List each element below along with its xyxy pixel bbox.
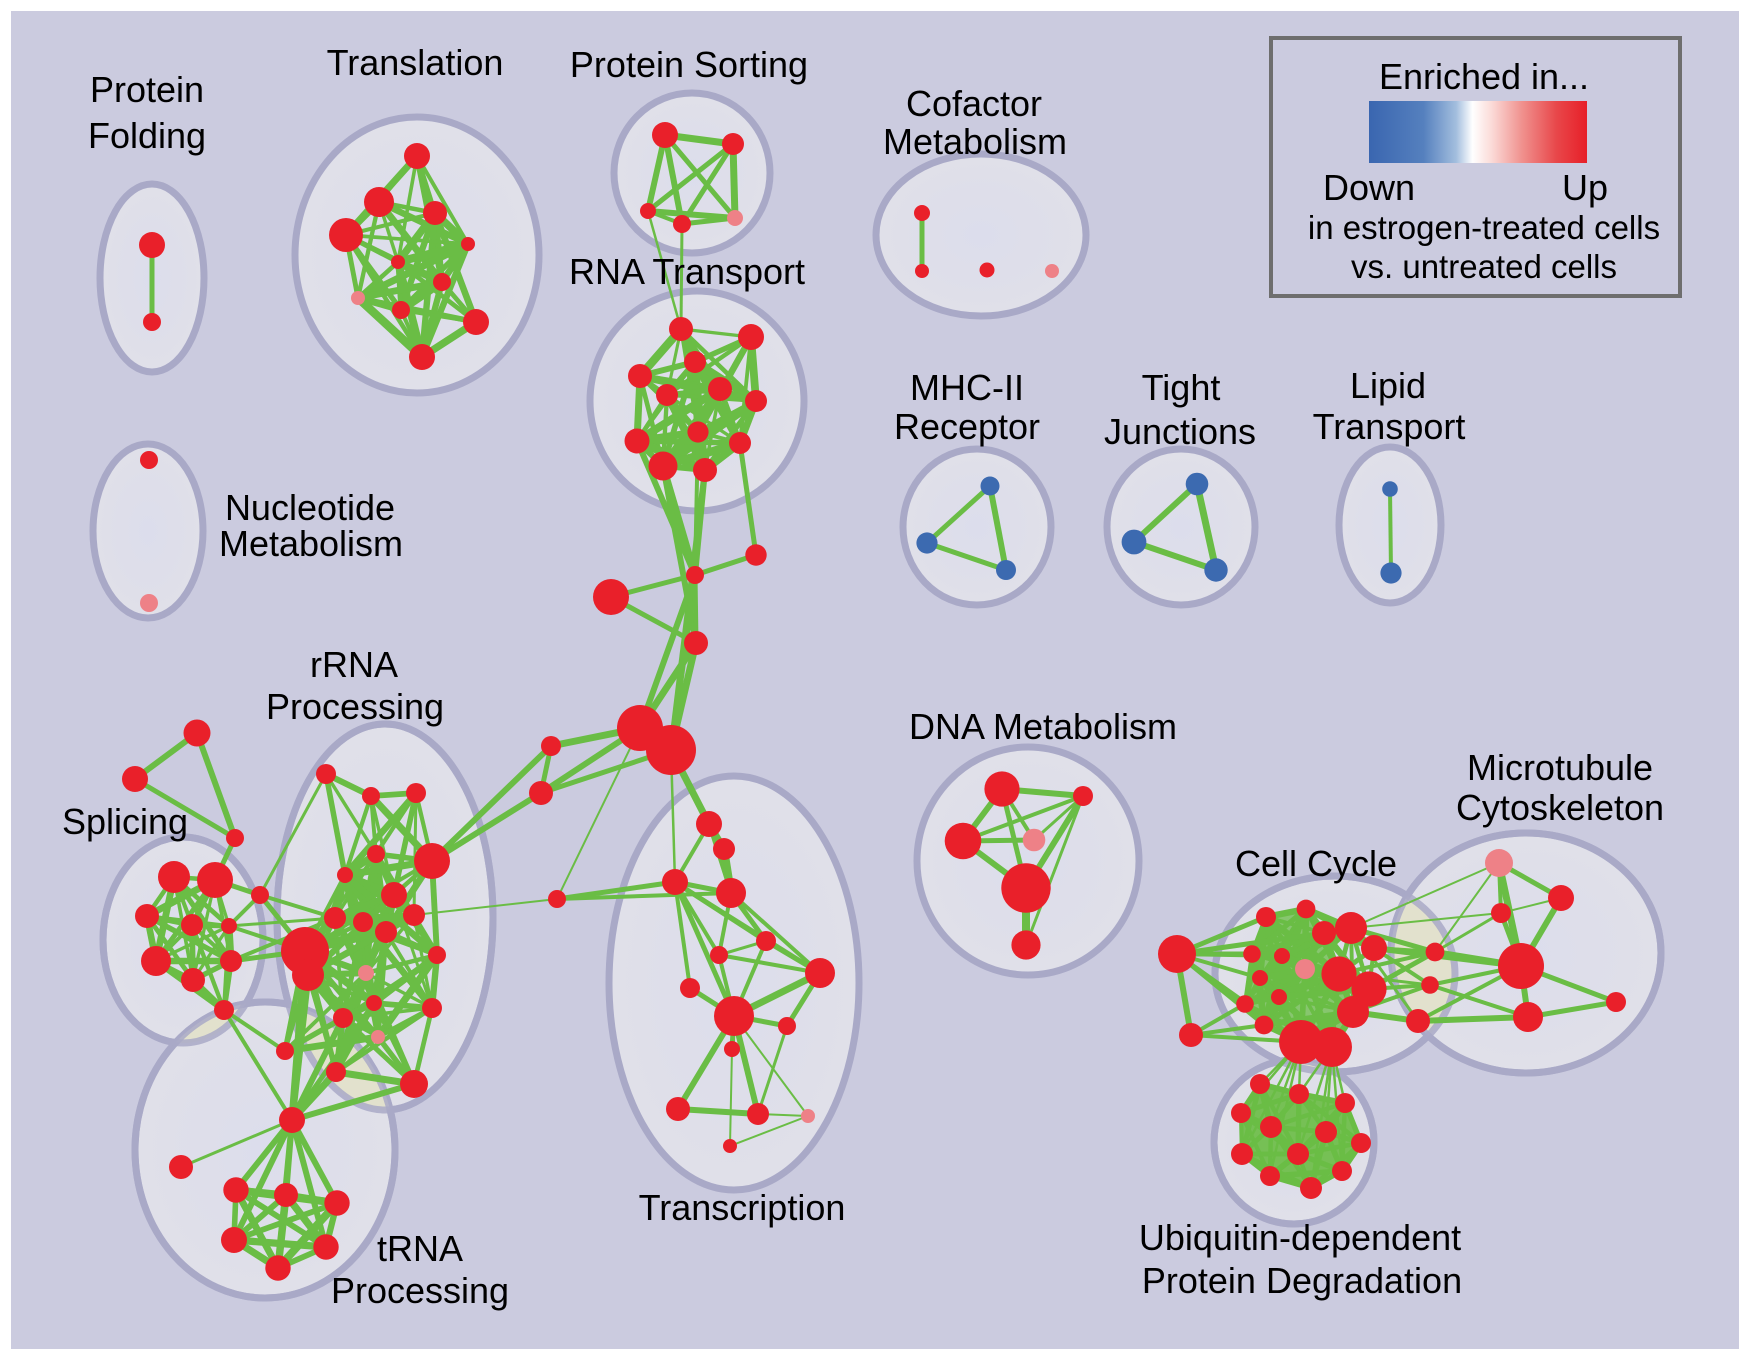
svg-text:Processing: Processing <box>266 686 444 727</box>
svg-text:Protein: Protein <box>90 69 204 110</box>
svg-text:Metabolism: Metabolism <box>219 523 403 564</box>
svg-text:Junctions: Junctions <box>1104 411 1256 452</box>
svg-text:RNA Transport: RNA Transport <box>569 251 805 292</box>
svg-text:Transport: Transport <box>1313 406 1466 447</box>
svg-text:Tight: Tight <box>1142 367 1221 408</box>
svg-text:Protein Degradation: Protein Degradation <box>1142 1260 1462 1301</box>
svg-text:MHC-II: MHC-II <box>910 367 1024 408</box>
svg-text:Cell Cycle: Cell Cycle <box>1235 843 1397 884</box>
svg-text:Protein Sorting: Protein Sorting <box>570 44 808 85</box>
svg-text:Metabolism: Metabolism <box>883 121 1067 162</box>
svg-text:Enriched in...: Enriched in... <box>1379 56 1589 97</box>
svg-text:Ubiquitin-dependent: Ubiquitin-dependent <box>1139 1217 1461 1258</box>
svg-text:Down: Down <box>1323 167 1415 208</box>
svg-text:Receptor: Receptor <box>894 406 1040 447</box>
svg-text:Microtubule: Microtubule <box>1467 747 1653 788</box>
svg-text:Up: Up <box>1562 167 1608 208</box>
svg-text:vs. untreated cells: vs. untreated cells <box>1351 248 1617 285</box>
svg-text:Translation: Translation <box>327 42 504 83</box>
svg-text:Transcription: Transcription <box>639 1187 846 1228</box>
svg-text:rRNA: rRNA <box>310 644 398 685</box>
svg-text:DNA Metabolism: DNA Metabolism <box>909 706 1177 747</box>
svg-text:Lipid: Lipid <box>1350 365 1426 406</box>
svg-text:Splicing: Splicing <box>62 801 188 842</box>
svg-text:Processing: Processing <box>331 1270 509 1311</box>
svg-text:Cofactor: Cofactor <box>906 83 1042 124</box>
svg-text:Cytoskeleton: Cytoskeleton <box>1456 787 1664 828</box>
svg-text:in estrogen-treated cells: in estrogen-treated cells <box>1308 209 1660 246</box>
svg-text:Nucleotide: Nucleotide <box>225 487 395 528</box>
svg-text:Folding: Folding <box>88 115 206 156</box>
svg-text:tRNA: tRNA <box>377 1228 463 1269</box>
